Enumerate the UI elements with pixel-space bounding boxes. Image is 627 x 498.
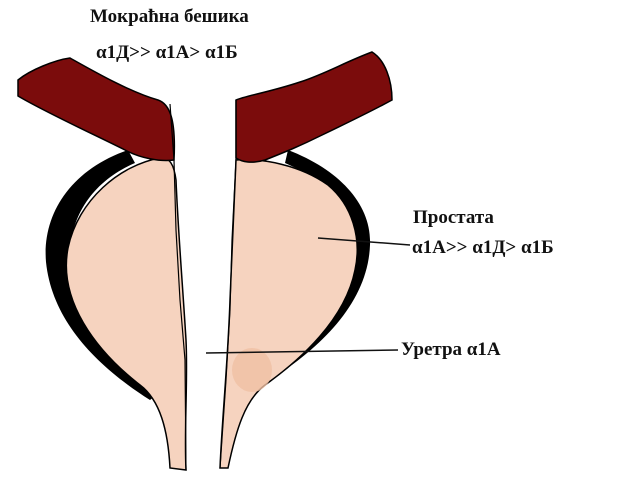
- prostate-receptors-label: α1А>> α1Д> α1Б: [412, 237, 554, 259]
- bladder-receptors-label: α1Д>> α1А> α1Б: [96, 42, 238, 64]
- prostate-right-lobe: [220, 160, 357, 468]
- bladder-wall-right: [236, 52, 392, 162]
- bladder-title-label: Мокраћна бешика: [90, 6, 249, 28]
- bladder-wall-left: [18, 58, 174, 161]
- urethra-label: Уретра α1А: [401, 339, 501, 361]
- prostate-title-label: Простата: [413, 207, 494, 229]
- prostate-highlight: [232, 348, 272, 392]
